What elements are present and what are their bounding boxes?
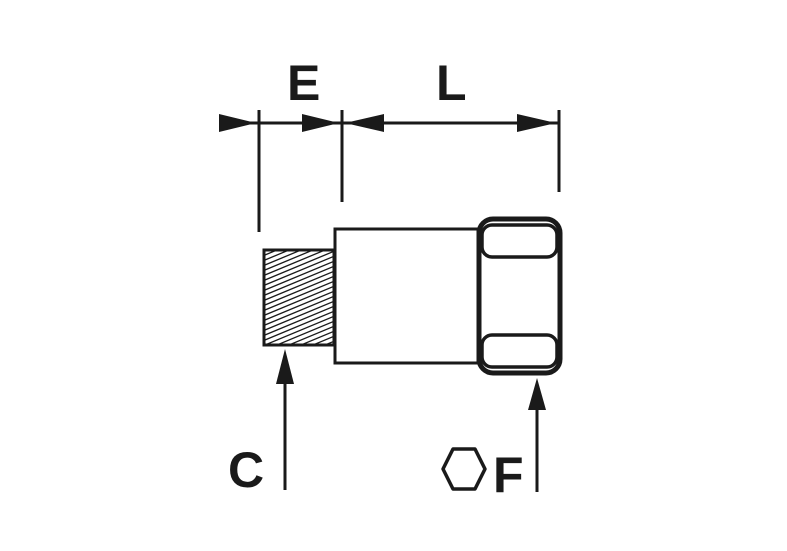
hexagon-icon (441, 447, 487, 491)
male-thread (262, 248, 336, 347)
thread-label-c: C (228, 442, 265, 498)
arrowhead-c (276, 349, 294, 384)
arrowhead-l-left (345, 114, 384, 132)
arrowhead-l-right (517, 114, 556, 132)
arrowhead-f (528, 378, 546, 410)
arrowhead-e-left (219, 114, 256, 132)
arrowhead-e-right (302, 114, 339, 132)
dimension-label-l: L (436, 55, 467, 111)
hex-nut (476, 216, 563, 376)
dimension-label-e: E (287, 55, 321, 111)
fitting-body (333, 227, 480, 365)
hex-size-label-f: F (493, 447, 524, 503)
